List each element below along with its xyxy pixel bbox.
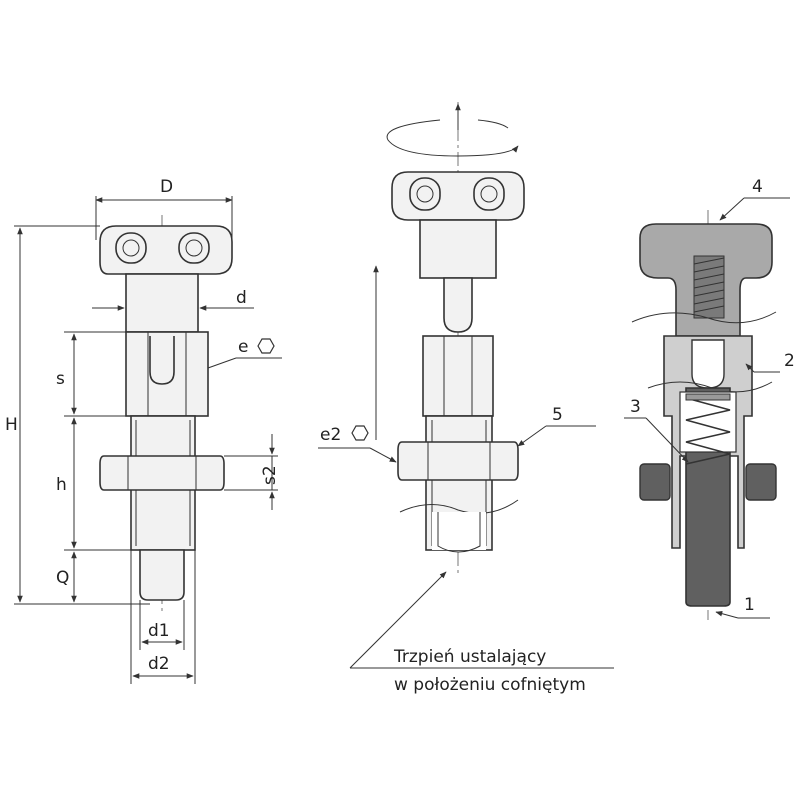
caption-line-1: Trzpień ustalający (393, 647, 546, 667)
plunger-section-view: 4 2 3 1 (624, 177, 795, 620)
locating-pin (139, 549, 185, 601)
caption-line-2: w położeniu cofniętym (394, 675, 586, 695)
dim-H: H (5, 415, 18, 435)
callout-2: 2 (784, 351, 795, 371)
knob-hole-left (115, 232, 147, 264)
nut-section (639, 463, 671, 501)
dim-s: s (56, 369, 65, 389)
dim-e: e (238, 337, 248, 357)
dim-d: d (236, 288, 247, 308)
callout-5: 5 (552, 405, 563, 425)
dim-h: h (56, 475, 67, 495)
plunger-retracted-view: e2 5 Trzpień ustalający w położeniu cofn… (318, 102, 614, 695)
dim-Q: Q (56, 568, 69, 588)
knob-hole-right (178, 232, 210, 264)
callout-4: 4 (752, 177, 763, 197)
dim-e2: e2 (320, 425, 341, 445)
plunger-dimensioned-view: D d e H s h Q s2 (5, 177, 282, 684)
hex-body-retracted (422, 335, 494, 417)
hexagon-icon-e2 (351, 425, 369, 441)
callout-1: 1 (744, 595, 755, 615)
lock-nut-retracted (397, 441, 519, 481)
dim-d1: d1 (148, 621, 170, 641)
dim-s2: s2 (260, 465, 280, 485)
plunger-neck (125, 273, 199, 333)
spring (685, 397, 731, 465)
dim-D: D (160, 177, 173, 197)
callout-3: 3 (630, 397, 641, 417)
dim-d2: d2 (148, 654, 170, 674)
lock-nut (99, 455, 225, 491)
hexagon-icon (257, 338, 275, 354)
